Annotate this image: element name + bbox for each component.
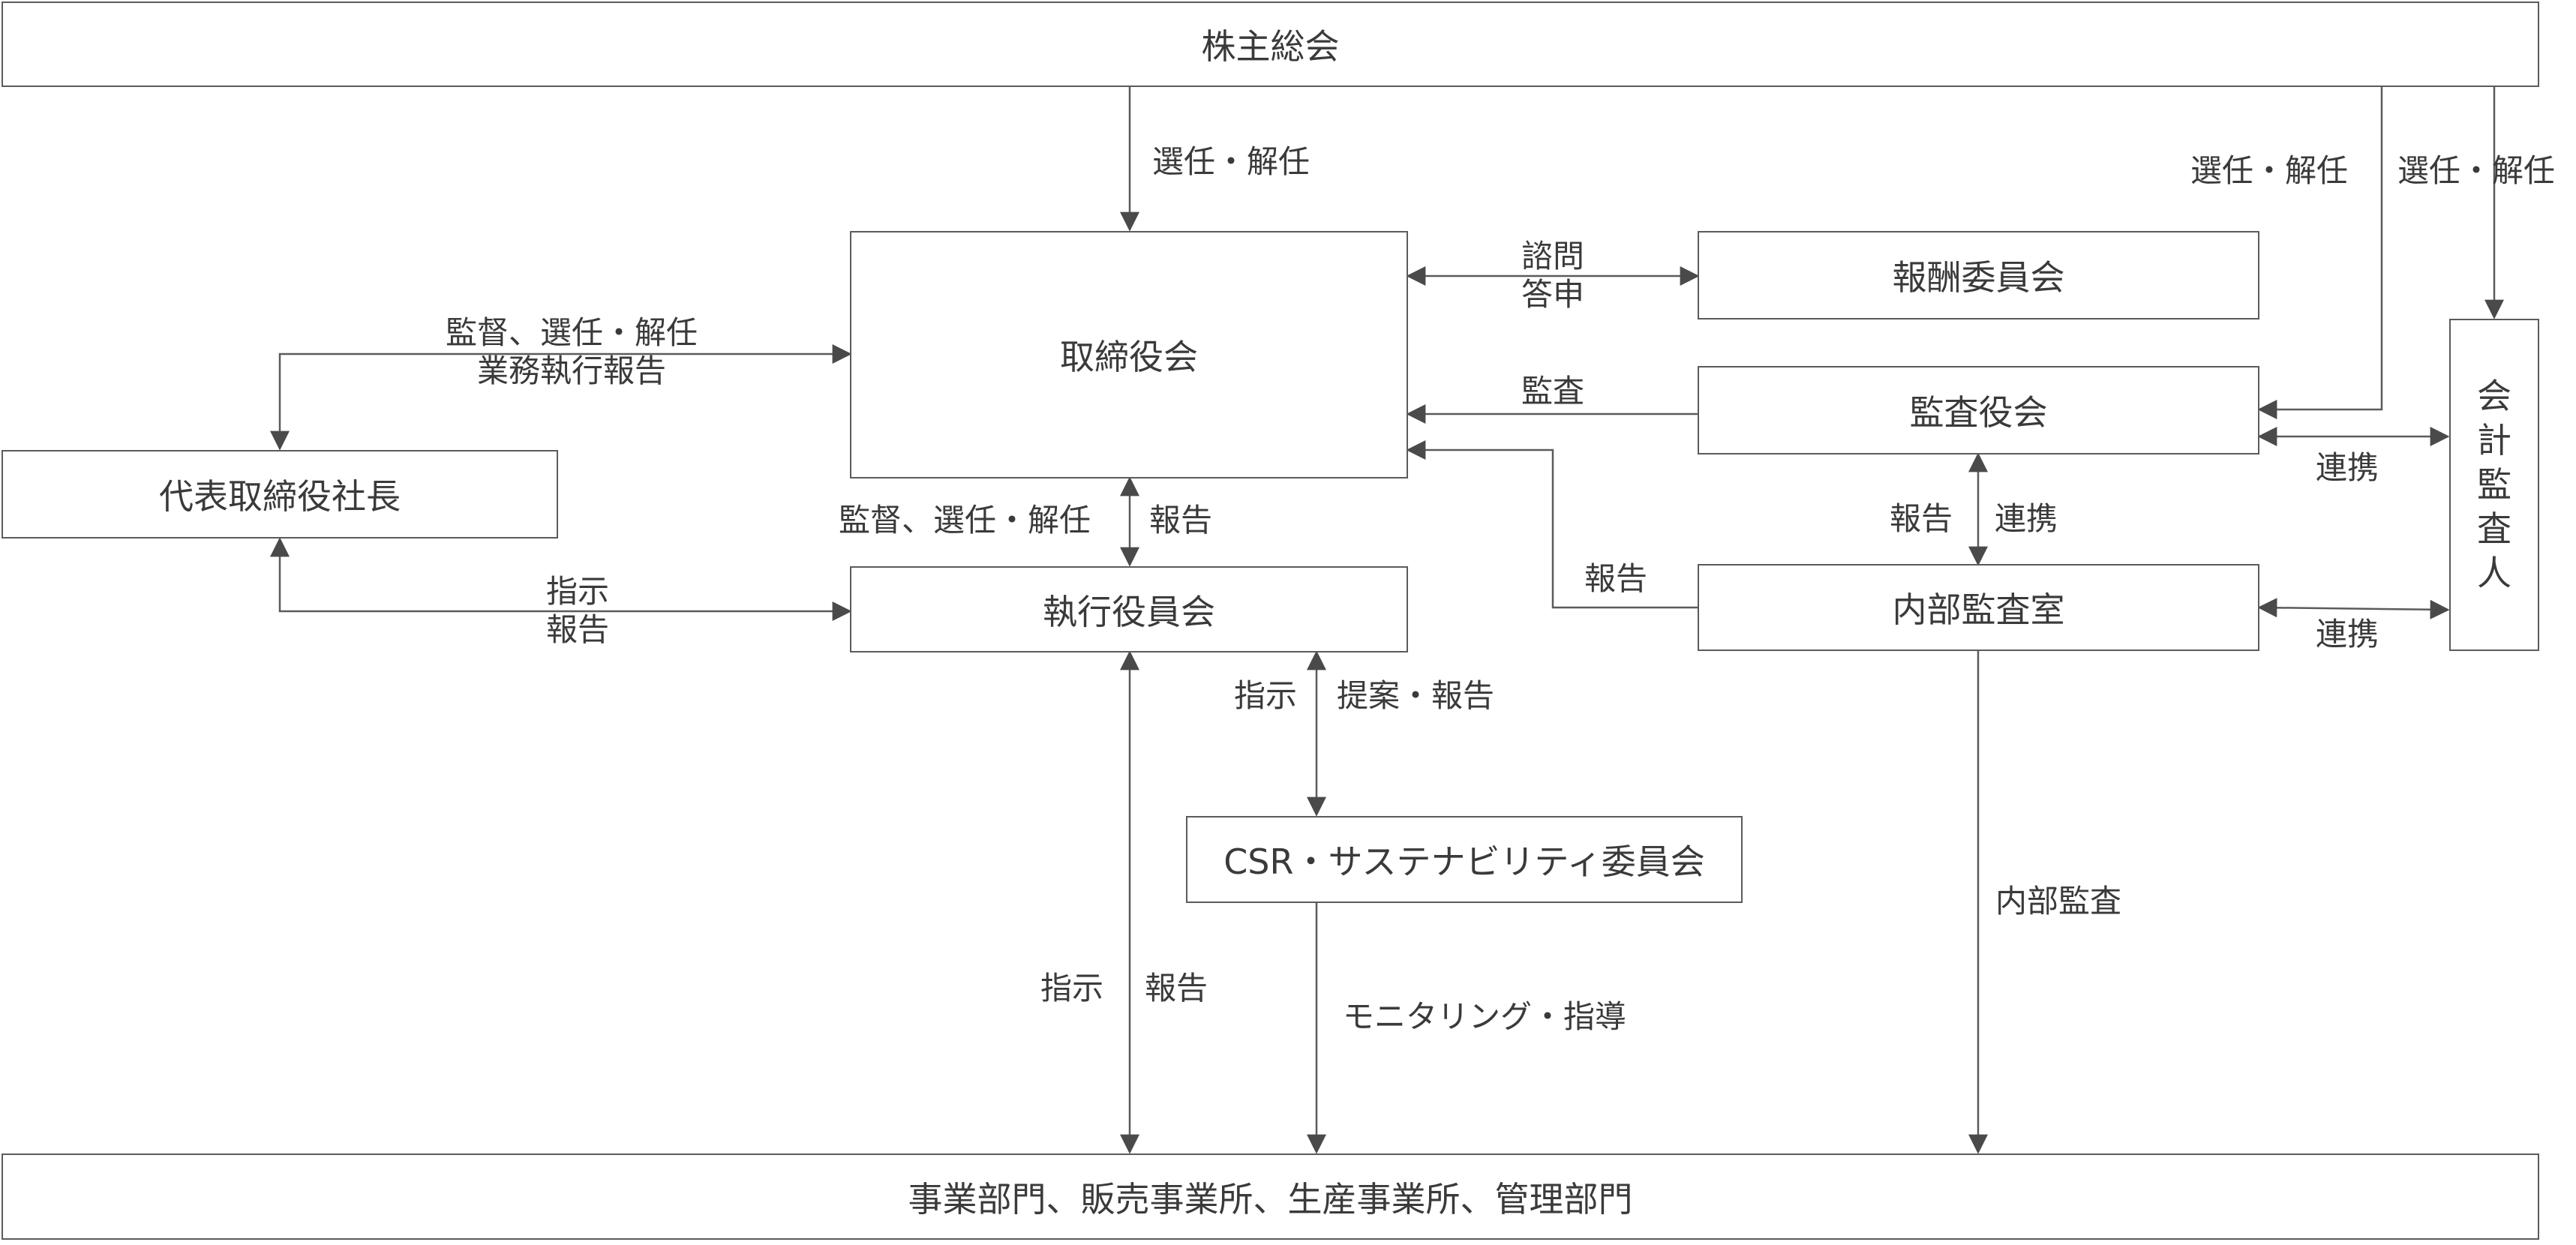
label-exec-dept-left: 指示 xyxy=(1040,970,1104,1006)
label-execution-report: 業務執行報告 xyxy=(476,352,667,390)
label-audit-internal-right: 連携 xyxy=(1995,500,2058,537)
label-consult: 諮問 xyxy=(1521,238,1585,274)
executive-committee-label: 執行役員会 xyxy=(1043,591,1215,632)
label-board-president: 監督、選任・解任 業務執行報告 xyxy=(446,314,698,390)
board-of-directors-box: 取締役会 xyxy=(850,231,1408,478)
edge-internal-board xyxy=(1406,440,1698,609)
label-audit-accounting: 連携 xyxy=(2316,449,2379,486)
label-internal-dept: 内部監査 xyxy=(1995,883,2122,920)
label-exec-csr-right: 提案・報告 xyxy=(1337,677,1495,714)
csr-committee-box: CSR・サステナビリティ委員会 xyxy=(1186,816,1743,903)
label-sh-audit: 選任・解任 xyxy=(2190,152,2349,189)
label-board-rem: 諮問 答申 xyxy=(1521,237,1584,314)
label-board-exec-right: 報告 xyxy=(1149,502,1213,538)
edge-internal-accounting xyxy=(2257,598,2450,620)
label-president-exec: 指示 報告 xyxy=(546,572,609,649)
label-sh-accounting: 選任・解任 xyxy=(2397,152,2556,189)
accounting-auditor-char: 監 xyxy=(2477,464,2511,506)
internal-audit-label: 内部監査室 xyxy=(1892,590,2065,630)
label-oversight: 監督、選任・解任 xyxy=(445,314,698,351)
label-report-back: 答申 xyxy=(1521,276,1585,314)
label-report: 報告 xyxy=(545,611,610,649)
label-internal-board: 報告 xyxy=(1584,560,1648,597)
edge-board-president xyxy=(270,344,852,451)
csr-committee-label: CSR・サステナビリティ委員会 xyxy=(1223,842,1705,882)
audit-board-box: 監査役会 xyxy=(1698,366,2259,454)
audit-board-label: 監査役会 xyxy=(1909,392,2048,433)
label-sh-board: 選任・解任 xyxy=(1152,143,1311,180)
departments-label: 事業部門、販売事業所、生産事業所、管理部門 xyxy=(908,1178,1633,1220)
accounting-auditor-char: 査 xyxy=(2477,508,2511,549)
label-instruct: 指示 xyxy=(545,573,610,610)
label-internal-accounting: 連携 xyxy=(2316,616,2379,652)
edge-sh-audit xyxy=(2257,87,2383,419)
label-exec-csr-left: 指示 xyxy=(1234,677,1298,714)
accounting-auditor-char: 会 xyxy=(2477,376,2511,417)
edge-president-exec xyxy=(270,537,852,621)
shareholders-meeting-label: 株主総会 xyxy=(1201,26,1340,67)
president-label: 代表取締役社長 xyxy=(159,476,401,517)
board-of-directors-label: 取締役会 xyxy=(1060,337,1198,377)
accounting-auditor-char: 計 xyxy=(2477,420,2511,461)
label-exec-dept-right: 報告 xyxy=(1145,970,1208,1006)
label-audit-board: 監査 xyxy=(1521,373,1585,410)
president-box: 代表取締役社長 xyxy=(2,450,558,538)
label-audit-internal-left: 報告 xyxy=(1890,500,1953,537)
shareholders-meeting-box: 株主総会 xyxy=(2,2,2539,87)
accounting-auditor-box: 会 計 監 査 人 xyxy=(2449,319,2539,651)
label-csr-dept: モニタリング・指導 xyxy=(1343,998,1627,1035)
accounting-auditor-char: 人 xyxy=(2477,552,2511,593)
remuneration-committee-label: 報酬委員会 xyxy=(1892,257,2065,298)
label-board-exec-left: 監督、選任・解任 xyxy=(839,502,1091,538)
remuneration-committee-box: 報酬委員会 xyxy=(1698,231,2259,320)
departments-box: 事業部門、販売事業所、生産事業所、管理部門 xyxy=(2,1154,2539,1240)
internal-audit-box: 内部監査室 xyxy=(1698,564,2259,651)
executive-committee-box: 執行役員会 xyxy=(850,566,1408,652)
